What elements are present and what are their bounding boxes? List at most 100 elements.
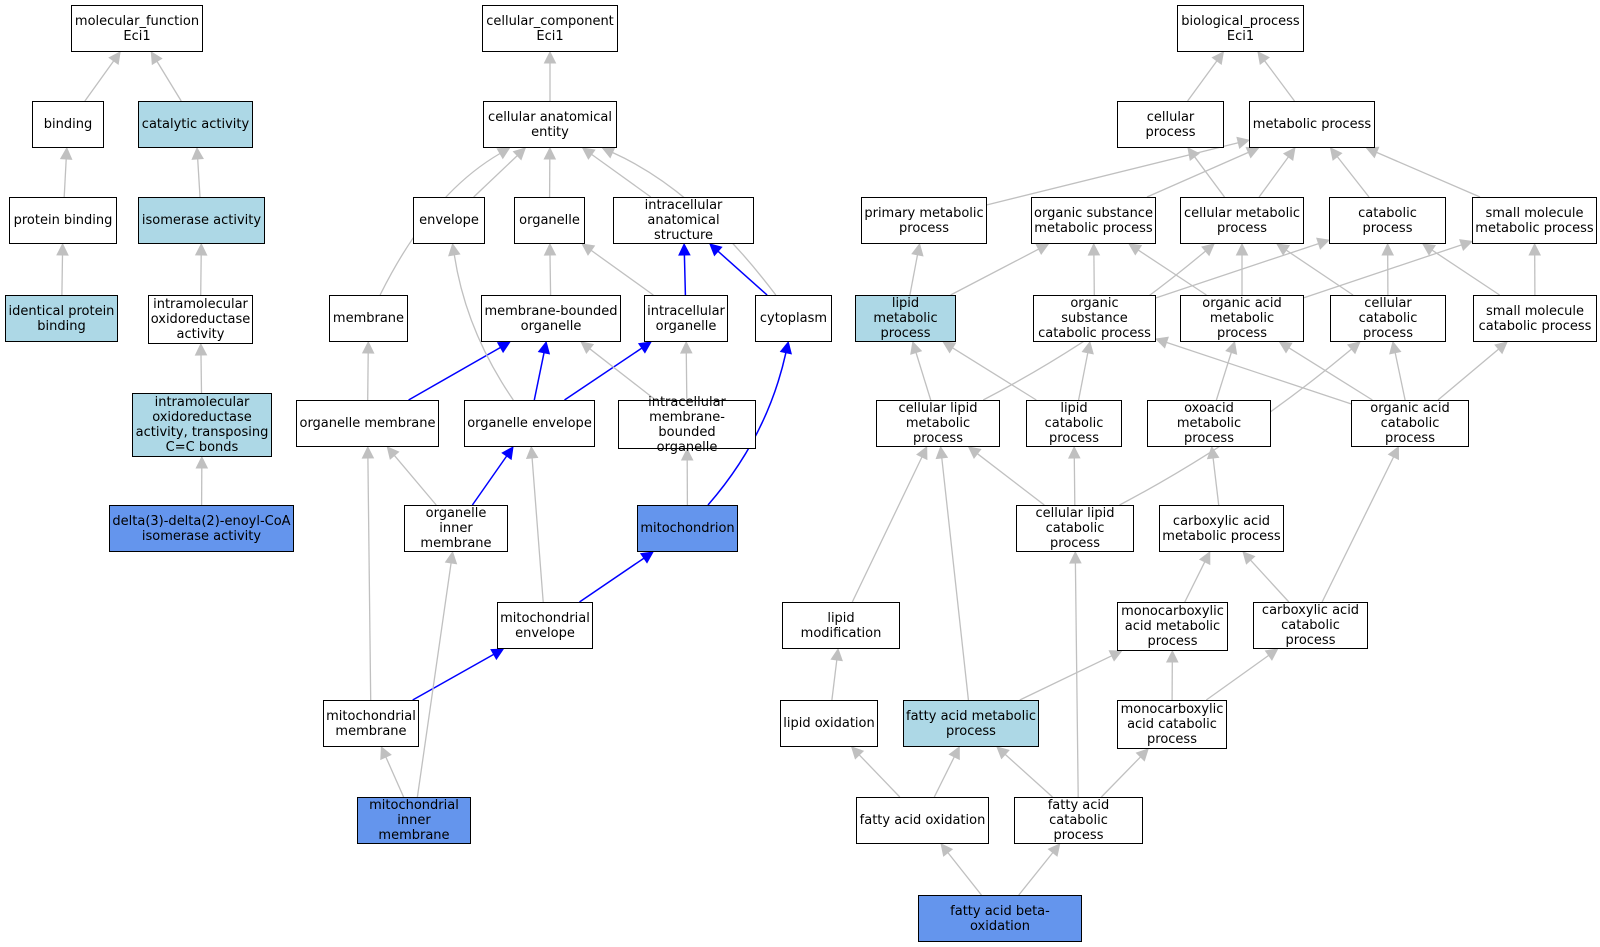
term-node-identical-pb[interactable]: identical protein binding — [5, 295, 118, 342]
arrowhead-mito_env-to-oe — [525, 445, 539, 459]
edge-famp-to-clmp — [941, 457, 970, 701]
term-node-lmp[interactable]: lipid metabolic process — [855, 295, 956, 342]
arrowhead-mito-to-cytoplasm — [779, 340, 792, 355]
arrowhead-oacp-to-oamp — [1278, 341, 1293, 354]
term-node-imbo[interactable]: intracellular membrane-bounded organelle — [618, 395, 756, 455]
term-node-lox[interactable]: lipid oxidation — [780, 700, 878, 747]
term-node-mf[interactable]: molecular_function Eci1 — [71, 5, 203, 52]
arrowhead-io-to-ias — [678, 242, 691, 256]
term-node-catalytic[interactable]: catalytic activity — [138, 101, 253, 148]
edge-ias-to-cae — [591, 153, 652, 198]
arrowhead-lox-to-lmod — [830, 647, 843, 662]
arrowhead-mbo-to-organelle — [543, 242, 557, 256]
arrowhead-famp-to-mcamp — [1108, 650, 1123, 662]
term-node-smcp[interactable]: small molecule catabolic process — [1473, 295, 1597, 342]
edge-famp-to-mcamp — [1019, 655, 1112, 701]
term-node-mim[interactable]: mitochondrial inner membrane — [357, 797, 471, 844]
term-node-famp[interactable]: fatty acid metabolic process — [903, 700, 1039, 747]
edge-intramol_ox-to-isomerase — [200, 254, 202, 296]
arrowhead-oe-to-mbo — [537, 340, 551, 355]
arrowhead-lmp-to-pmp — [911, 242, 924, 257]
term-node-mcacp[interactable]: monocarboxylic acid catabolic process — [1117, 700, 1227, 749]
edge-camp-to-oxmp — [1212, 457, 1220, 506]
arrowhead-mcacp-to-cacp — [1264, 648, 1279, 661]
term-node-oscp[interactable]: organic substance catabolic process — [1033, 295, 1156, 342]
term-node-mito-env[interactable]: mitochondrial envelope — [497, 602, 593, 649]
term-node-ccp[interactable]: cellular catabolic process — [1330, 295, 1446, 342]
term-node-osmp[interactable]: organic substance metabolic process — [1031, 197, 1156, 244]
edge-oscp-to-catabolic — [1155, 242, 1319, 299]
term-node-cae[interactable]: cellular anatomical entity — [483, 101, 617, 148]
term-node-facp[interactable]: fatty acid catabolic process — [1014, 797, 1143, 844]
arrowhead-io-to-organelle — [581, 243, 596, 256]
edge-clmp-to-lmp — [915, 352, 932, 401]
arrowhead-oe-to-io — [637, 341, 652, 354]
term-node-cacp[interactable]: carboxylic acid catabolic process — [1253, 602, 1368, 649]
edge-fao-to-famp — [933, 756, 955, 798]
term-node-mito-mem[interactable]: mitochondrial membrane — [323, 700, 419, 747]
edge-cmp-to-metabolic — [1258, 156, 1289, 198]
term-node-camp[interactable]: carboxylic acid metabolic process — [1159, 505, 1284, 552]
arrowhead-mito_env-to-mito — [639, 551, 654, 564]
arrowhead-smcp-to-catabolic — [1421, 243, 1436, 256]
term-node-bp[interactable]: biological_process Eci1 — [1177, 5, 1304, 52]
edge-metabolic-to-bp — [1264, 60, 1296, 102]
arrowhead-cacp-to-oacp — [1387, 446, 1400, 461]
term-node-lmod[interactable]: lipid modification — [782, 602, 900, 649]
edge-clcp-to-lcp — [1073, 457, 1076, 506]
edge-lmod-to-clmp — [851, 456, 923, 603]
term-node-oim[interactable]: organelle inner membrane — [404, 505, 508, 552]
arrowhead-oxmp-to-oamp — [1225, 340, 1238, 355]
arrowhead-delta-to-intramol_ccbonds — [195, 455, 209, 469]
term-node-fao[interactable]: fatty acid oxidation — [856, 797, 989, 844]
edge-ccp-to-cmp — [1285, 249, 1354, 296]
edge-mito_env-to-mito — [579, 557, 645, 603]
edge-cytoplasm-to-ias — [717, 250, 768, 296]
term-node-mcamp[interactable]: monocarboxylic acid metabolic process — [1117, 602, 1228, 651]
term-node-pmp[interactable]: primary metabolic process — [861, 197, 987, 244]
term-node-organelle[interactable]: organelle — [514, 197, 585, 244]
edge-oim-to-om — [393, 454, 437, 506]
arrowhead-oscp-to-catabolic — [1316, 237, 1331, 250]
arrowhead-clcp-to-clmp — [967, 446, 982, 460]
term-node-cc[interactable]: cellular_component Eci1 — [482, 5, 618, 52]
term-node-ias[interactable]: intracellular anatomical structure — [613, 197, 754, 244]
term-node-cellular-process[interactable]: cellular process — [1117, 101, 1224, 148]
term-node-oe[interactable]: organelle envelope — [464, 400, 595, 447]
term-node-isomerase[interactable]: isomerase activity — [138, 197, 265, 244]
edge-oacp-to-oscp — [1166, 341, 1352, 405]
term-node-oamp[interactable]: organic acid metabolic process — [1180, 295, 1304, 342]
term-node-cytoplasm[interactable]: cytoplasm — [755, 295, 832, 342]
term-node-lcp[interactable]: lipid catabolic process — [1026, 400, 1122, 447]
edge-lmp-to-pmp — [909, 254, 919, 296]
term-node-io[interactable]: intracellular organelle — [644, 295, 728, 342]
term-node-envelope[interactable]: envelope — [413, 197, 485, 244]
edge-intramol_ccbonds-to-intramol_ox — [200, 354, 203, 394]
term-node-catabolic[interactable]: catabolic process — [1329, 197, 1446, 244]
term-node-clcp[interactable]: cellular lipid catabolic process — [1016, 505, 1134, 552]
term-node-delta[interactable]: delta(3)-delta(2)-enoyl-CoA isomerase ac… — [109, 505, 294, 552]
term-node-fabo[interactable]: fatty acid beta-oxidation — [918, 895, 1082, 942]
arrowhead-mim-to-mito_mem — [380, 745, 392, 761]
arrowhead-mito-to-imbo — [680, 447, 694, 461]
term-node-om[interactable]: organelle membrane — [296, 400, 439, 447]
term-node-mbo[interactable]: membrane-bounded organelle — [481, 295, 621, 342]
arrowhead-catalytic-to-mf — [150, 51, 163, 66]
term-node-membrane[interactable]: membrane — [329, 295, 408, 342]
arrowhead-lcp-to-lmp — [942, 341, 957, 354]
term-node-mito[interactable]: mitochondrion — [637, 505, 738, 552]
term-node-intramol-ccbonds[interactable]: intramolecular oxidoreductase activity, … — [132, 393, 272, 457]
term-node-binding[interactable]: binding — [32, 101, 104, 148]
arrowhead-protein_binding-to-binding — [59, 146, 73, 160]
term-node-metabolic[interactable]: metabolic process — [1249, 101, 1375, 148]
arrowhead-cytoplasm-to-cae — [601, 146, 616, 159]
term-node-smmp[interactable]: small molecule metabolic process — [1472, 197, 1597, 244]
term-node-cmp[interactable]: cellular metabolic process — [1180, 197, 1304, 244]
term-node-oxmp[interactable]: oxoacid metabolic process — [1147, 400, 1271, 447]
term-node-intramol-ox[interactable]: intramolecular oxidoreductase activity — [148, 295, 253, 344]
arrowhead-oacp-to-smcp — [1494, 341, 1508, 355]
term-node-protein-binding[interactable]: protein binding — [9, 197, 117, 244]
term-node-clmp[interactable]: cellular lipid metabolic process — [876, 400, 1000, 447]
term-node-oacp[interactable]: organic acid catabolic process — [1351, 400, 1469, 447]
